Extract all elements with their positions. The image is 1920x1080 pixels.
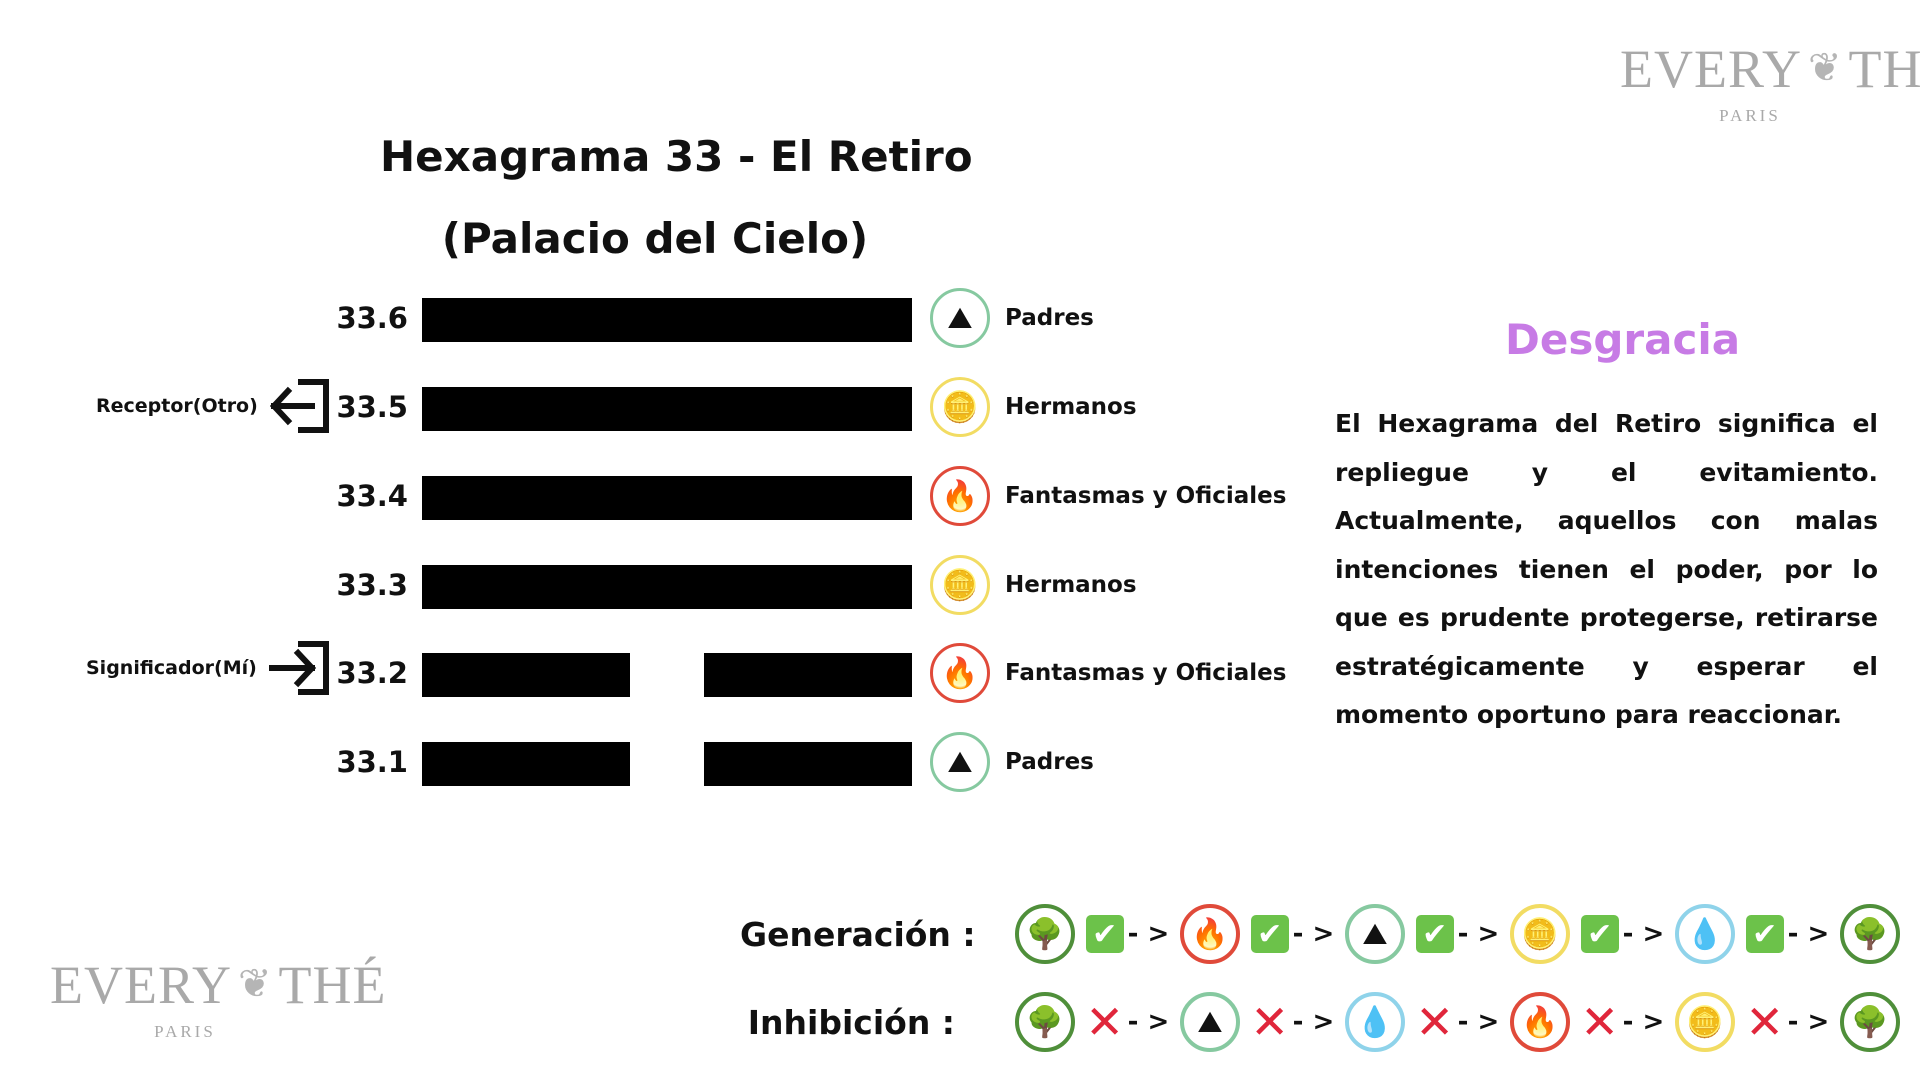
arrow-icon: - >	[1127, 1007, 1170, 1037]
fire-element-icon: 🔥	[1180, 904, 1240, 964]
line-relation-label: Hermanos	[1005, 394, 1137, 420]
mountain-element-icon: ⛰	[930, 288, 990, 348]
hexagram-line: 33.6 ⛰ Padres	[0, 288, 1300, 348]
arrow-icon: - >	[1457, 919, 1500, 949]
arrow-icon: - >	[1622, 1007, 1665, 1037]
check-icon: ✔	[1415, 915, 1454, 953]
water-element-icon: 💧	[1345, 992, 1405, 1052]
line-number: 33.2	[336, 656, 408, 690]
water-element-icon: 💧	[1675, 904, 1735, 964]
cycle-transition: ✕- >	[1405, 995, 1510, 1049]
cycle-transition: ✕- >	[1570, 995, 1675, 1049]
hexagram-line: 33.2 🔥 Fantasmas y Oficiales	[0, 643, 1300, 703]
yang-line-bar	[422, 565, 912, 609]
cross-icon: ✕	[1580, 995, 1619, 1049]
line-relation-label: Padres	[1005, 305, 1094, 331]
hexagram-line: 33.1 ⛰ Padres	[0, 732, 1300, 792]
enter-arrow-icon	[269, 641, 329, 695]
page-subtitle: (Palacio del Cielo)	[441, 214, 869, 263]
arrow-icon: - >	[1787, 1007, 1830, 1037]
receptor-marker: Receptor(Otro)	[0, 376, 340, 436]
yang-line-bar	[422, 387, 912, 431]
hexagram-line: 33.3 🪙 Hermanos	[0, 555, 1300, 615]
cycle-transition: ✔- >	[1570, 915, 1675, 953]
cycle-transition: ✕- >	[1735, 995, 1840, 1049]
cycle-transition: ✕- >	[1240, 995, 1345, 1049]
fortune-label: Desgracia	[1505, 315, 1741, 364]
exit-arrow-icon	[269, 379, 329, 433]
cycle-transition: ✔- >	[1735, 915, 1840, 953]
mountain-element-icon: ⛰	[930, 732, 990, 792]
check-icon: ✔	[1085, 915, 1124, 953]
line-number: 33.5	[336, 390, 408, 424]
check-icon: ✔	[1745, 915, 1784, 953]
cross-icon: ✕	[1745, 995, 1784, 1049]
significador-label: Significador(Mí)	[86, 657, 257, 679]
line-relation-label: Padres	[1005, 749, 1094, 775]
generation-cycle: 🌳✔- >🔥✔- >⛰✔- >🪙✔- >💧✔- >🌳	[1015, 902, 1900, 966]
cross-icon: ✕	[1415, 995, 1454, 1049]
mountain-element-icon: ⛰	[1345, 904, 1405, 964]
inhibition-cycle: 🌳✕- >⛰✕- >💧✕- >🔥✕- >🪙✕- >🌳	[1015, 990, 1900, 1054]
yin-line-bar-left	[422, 742, 630, 786]
line-number: 33.6	[336, 301, 408, 335]
wood-element-icon: 🌳	[1840, 904, 1900, 964]
line-number: 33.3	[336, 568, 408, 602]
gold-element-icon: 🪙	[1510, 904, 1570, 964]
hexagram-line: 33.5 🪙 Hermanos	[0, 377, 1300, 437]
cross-icon: ✕	[1085, 995, 1124, 1049]
page-title: Hexagrama 33 - El Retiro	[380, 132, 973, 181]
gold-element-icon: 🪙	[930, 377, 990, 437]
fire-element-icon: 🔥	[1510, 992, 1570, 1052]
fleur-ornament-icon: ❦	[1808, 45, 1843, 90]
line-number: 33.4	[336, 479, 408, 513]
yin-line-bar-left	[422, 653, 630, 697]
yang-line-bar	[422, 476, 912, 520]
wood-element-icon: 🌳	[1015, 904, 1075, 964]
arrow-icon: - >	[1127, 919, 1170, 949]
cycle-transition: ✔- >	[1075, 915, 1180, 953]
fire-element-icon: 🔥	[930, 466, 990, 526]
line-number: 33.1	[336, 745, 408, 779]
arrow-icon: - >	[1622, 919, 1665, 949]
line-relation-label: Fantasmas y Oficiales	[1005, 483, 1287, 509]
wood-element-icon: 🌳	[1840, 992, 1900, 1052]
generation-label: Generación :	[740, 915, 976, 954]
significador-marker: Significador(Mí)	[0, 638, 340, 698]
arrow-icon: - >	[1457, 1007, 1500, 1037]
gold-element-icon: 🪙	[930, 555, 990, 615]
line-relation-label: Fantasmas y Oficiales	[1005, 660, 1287, 686]
everythe-logo: EVERY❦THÉ PARIS	[50, 955, 387, 1041]
wood-element-icon: 🌳	[1015, 992, 1075, 1052]
cycle-transition: ✔- >	[1240, 915, 1345, 953]
receptor-label: Receptor(Otro)	[96, 395, 258, 417]
check-icon: ✔	[1580, 915, 1619, 953]
cross-icon: ✕	[1250, 995, 1289, 1049]
everythe-logo: EVERY❦THÉ PARIS	[1620, 39, 1920, 125]
hexagram-line: 33.4 🔥 Fantasmas y Oficiales	[0, 466, 1300, 526]
yin-line-bar-right	[704, 742, 912, 786]
line-relation-label: Hermanos	[1005, 572, 1137, 598]
inhibition-label: Inhibición :	[747, 1003, 955, 1042]
arrow-icon: - >	[1292, 1007, 1335, 1037]
arrow-icon: - >	[1292, 919, 1335, 949]
mountain-element-icon: ⛰	[1180, 992, 1240, 1052]
arrow-icon: - >	[1787, 919, 1830, 949]
gold-element-icon: 🪙	[1675, 992, 1735, 1052]
check-icon: ✔	[1250, 915, 1289, 953]
cycle-transition: ✕- >	[1075, 995, 1180, 1049]
fleur-ornament-icon: ❦	[238, 961, 273, 1006]
cycle-transition: ✔- >	[1405, 915, 1510, 953]
yang-line-bar	[422, 298, 912, 342]
hexagram-description: El Hexagrama del Retiro significa el rep…	[1335, 409, 1878, 729]
yin-line-bar-right	[704, 653, 912, 697]
fire-element-icon: 🔥	[930, 643, 990, 703]
